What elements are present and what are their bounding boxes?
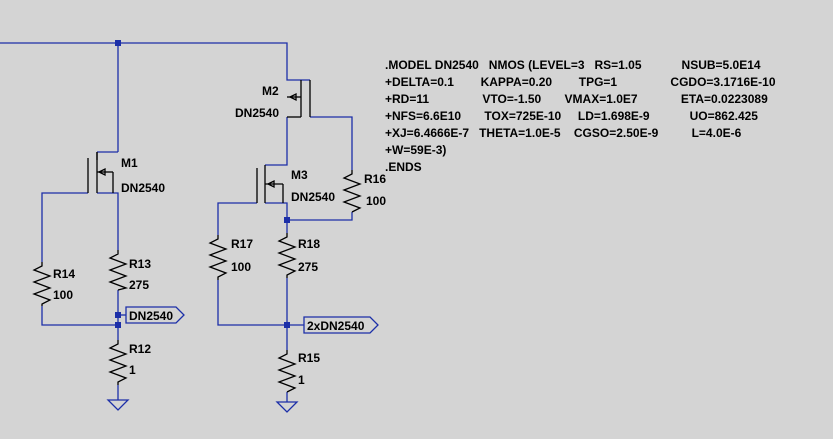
resistor-r14[interactable]	[32, 262, 52, 306]
directive-line: +XJ=6.4666E-7 THETA=1.0E-5 CGSO=2.50E-9 …	[385, 126, 742, 140]
r17-bottom-wire	[217, 280, 287, 326]
r13-value: 275	[129, 278, 149, 292]
directive-line: .ENDS	[385, 160, 422, 174]
r15-value: 1	[298, 373, 305, 387]
directive-line: +DELTA=0.1 KAPPA=0.20 TPG=1 CGDO=3.1716E…	[385, 75, 776, 89]
resistor-r15[interactable]	[277, 350, 297, 393]
junction-out1-upper	[115, 312, 121, 318]
r17-value: 100	[231, 260, 251, 274]
mosfet-m3[interactable]	[256, 165, 284, 203]
r12-value: 1	[129, 363, 136, 377]
ground-symbol-r15	[275, 401, 299, 413]
junction-rail	[115, 40, 121, 46]
m3-gate-wire	[217, 202, 257, 235]
m2-gate-wire	[265, 117, 288, 166]
r14-bottom-wire	[41, 306, 118, 326]
component-labels: M1 DN2540 M2 DN2540 M3 DN2540 R14 100 R1…	[53, 84, 386, 387]
net-flag-out1[interactable]: DN2540	[125, 306, 185, 324]
m3-name: M3	[291, 168, 308, 182]
directive-line: +RD=11 VTO=-1.50 VMAX=1.0E7 ETA=0.022308…	[385, 92, 768, 106]
net-label-out1: DN2540	[129, 309, 173, 323]
m1-value: DN2540	[121, 181, 165, 195]
supply-rail-wire	[0, 42, 119, 152]
mosfet-m2[interactable]	[287, 80, 311, 118]
resistor-r16[interactable]	[342, 170, 362, 213]
junction-out2	[284, 322, 290, 328]
net-label-out2: 2xDN2540	[307, 319, 365, 333]
resistor-r12[interactable]	[108, 340, 128, 385]
m2-name: M2	[262, 84, 279, 98]
ground-symbol-r12	[106, 399, 130, 411]
r12-name: R12	[129, 342, 151, 356]
directive-line: +NFS=6.6E10 TOX=725E-10 LD=1.698E-9 UO=8…	[385, 109, 758, 123]
resistor-r17[interactable]	[208, 235, 228, 280]
resistor-r18[interactable]	[277, 233, 297, 278]
r16-bottom-wire	[287, 212, 353, 221]
m1-source-wire	[97, 192, 119, 250]
r18-value: 275	[298, 260, 318, 274]
r18-name: R18	[298, 237, 320, 251]
spice-directive[interactable]: .MODEL DN2540 NMOS (LEVEL=3 RS=1.05 NSUB…	[385, 58, 776, 174]
m2-source-wire	[310, 116, 353, 170]
m2-value: DN2540	[235, 106, 279, 120]
net-flag-out2[interactable]: 2xDN2540	[303, 316, 379, 334]
junction-m3-source	[284, 217, 290, 223]
junction-out1-lower	[115, 322, 121, 328]
junctions	[115, 40, 290, 328]
directive-line: +W=59E-3)	[385, 143, 446, 157]
wires	[0, 42, 353, 402]
r16-name: R16	[364, 172, 386, 186]
directive-line: .MODEL DN2540 NMOS (LEVEL=3 RS=1.05 NSUB…	[385, 58, 761, 72]
m3-source-wire	[265, 202, 288, 233]
r16-value: 100	[366, 194, 386, 208]
r13-name: R13	[129, 257, 151, 271]
r14-value: 100	[53, 288, 73, 302]
r14-name: R14	[53, 267, 75, 281]
m1-gate-wire	[41, 192, 88, 262]
resistor-r13[interactable]	[108, 250, 129, 291]
m3-value: DN2540	[291, 190, 335, 204]
m2-drain-wire	[118, 42, 310, 81]
mosfet-m1[interactable]	[87, 152, 114, 193]
r15-name: R15	[298, 351, 320, 365]
m1-name: M1	[121, 156, 138, 170]
r17-name: R17	[231, 237, 253, 251]
